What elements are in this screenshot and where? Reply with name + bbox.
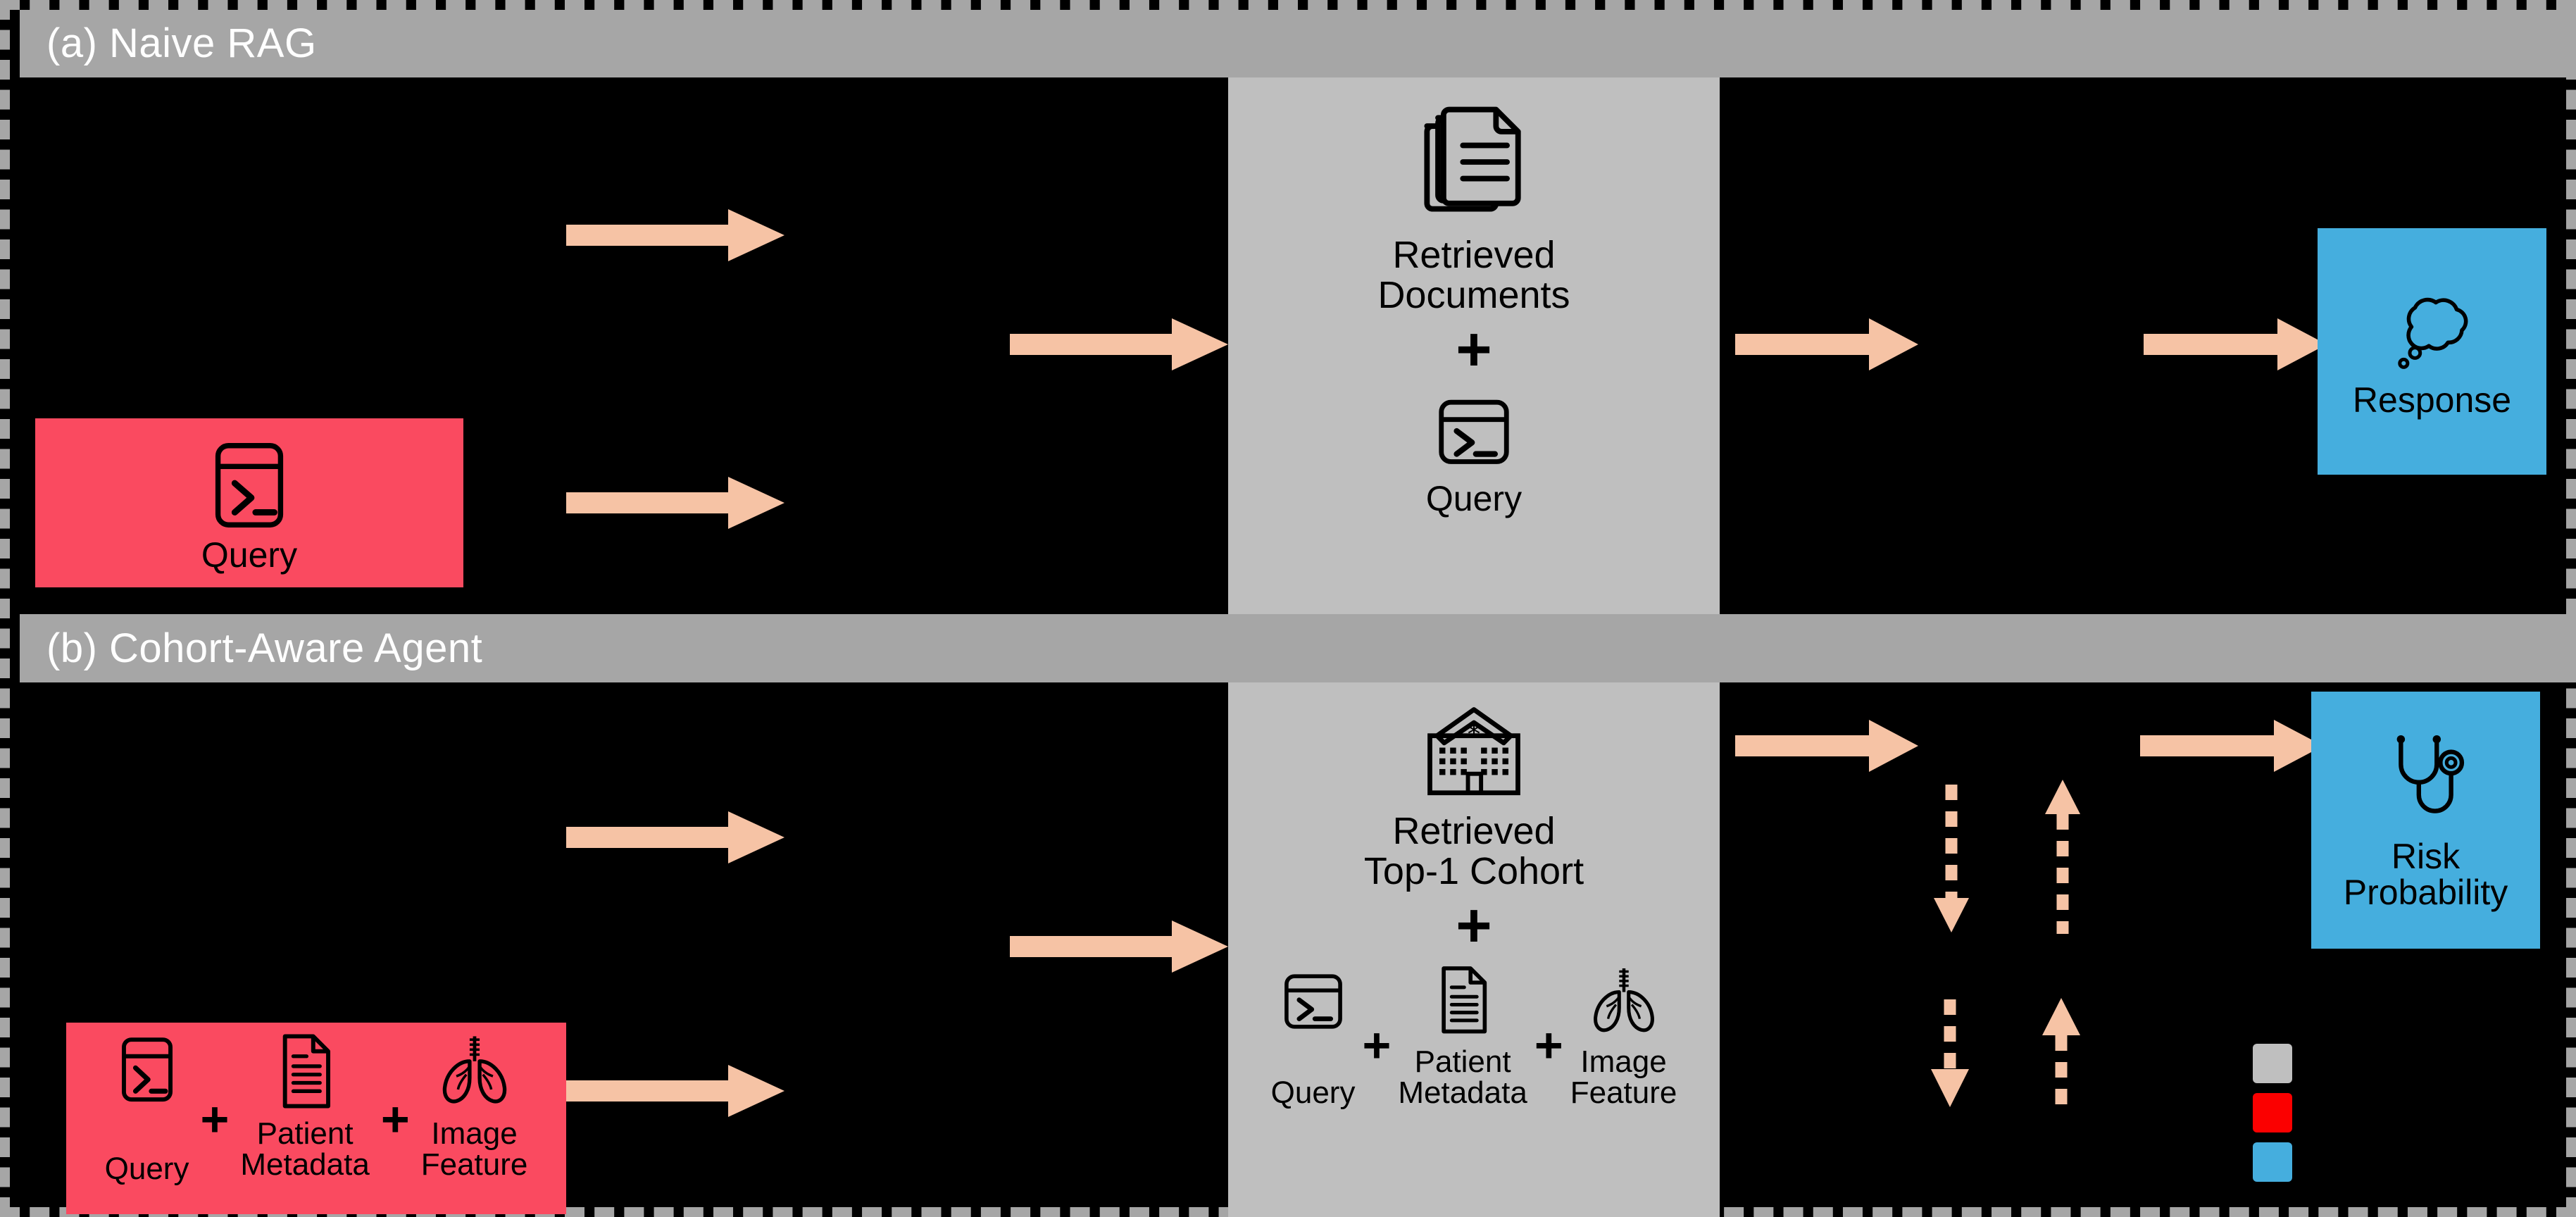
section-b-context-image-feature[interactable]: Image Feature bbox=[1570, 962, 1677, 1109]
section-b-header: (b) Cohort-Aware Agent bbox=[20, 614, 2576, 682]
section-a-retrieved-stack: Retrieved Documents + Query bbox=[1228, 93, 1720, 518]
terminal-icon bbox=[106, 1030, 189, 1113]
section-b-input-query[interactable]: Query bbox=[105, 1030, 189, 1185]
svg-text:*: * bbox=[1468, 719, 1481, 749]
section-a-retrieved-title: Retrieved Documents bbox=[1377, 234, 1570, 317]
arrow-a-to-response bbox=[2144, 313, 2327, 380]
legend-swatch-context[interactable] bbox=[2253, 1044, 2292, 1083]
section-a-query-sublabel: Query bbox=[1425, 479, 1523, 519]
plus-separator-2: + bbox=[380, 1092, 410, 1147]
terminal-icon bbox=[1426, 383, 1522, 479]
thought-cloud-icon bbox=[2380, 285, 2484, 375]
section-b-risk-label: Risk Probability bbox=[2343, 836, 2508, 912]
section-b-plus: + bbox=[1456, 890, 1492, 961]
arrow-b-bottom bbox=[566, 1059, 784, 1126]
section-a-response-box[interactable]: Response bbox=[2318, 228, 2546, 475]
documents-stack-icon bbox=[1405, 93, 1543, 231]
plus-separator-1: + bbox=[200, 1092, 230, 1147]
section-b-context-image-label: Image Feature bbox=[1570, 1044, 1677, 1111]
stethoscope-icon bbox=[2380, 730, 2472, 829]
section-b-input-query-label: Query bbox=[104, 1152, 189, 1186]
lungs-icon bbox=[432, 1030, 518, 1113]
plus-separator-3: + bbox=[1362, 1018, 1392, 1073]
arrow-a-mid bbox=[1010, 313, 1228, 380]
section-b-input-metadata-label: Patient Metadata bbox=[240, 1116, 370, 1182]
legend-swatch-output[interactable] bbox=[2253, 1142, 2292, 1182]
document-lines-icon bbox=[263, 1030, 346, 1113]
section-b-context-metadata-label: Patient Metadata bbox=[1398, 1044, 1527, 1111]
legend bbox=[2253, 1044, 2292, 1192]
section-a-query-label: Query bbox=[201, 535, 298, 575]
section-b-context-column bbox=[1228, 682, 1720, 1217]
section-b-risk-box[interactable]: Risk Probability bbox=[2311, 692, 2540, 949]
dashed-arrow-up-long bbox=[2031, 778, 2094, 943]
section-b-context-icons: Query + Patient Metadata bbox=[1271, 962, 1677, 1109]
arrow-a-bottom bbox=[566, 471, 784, 538]
arrow-b-mid bbox=[1010, 915, 1228, 982]
section-b-retrieved-title: Retrieved Top-1 Cohort bbox=[1363, 810, 1584, 893]
section-b-context-metadata[interactable]: Patient Metadata bbox=[1398, 962, 1527, 1109]
section-b-context-query[interactable]: Query bbox=[1270, 962, 1356, 1111]
section-a-query-box[interactable]: Query bbox=[35, 418, 463, 587]
terminal-icon bbox=[197, 433, 301, 537]
arrow-a-to-llm bbox=[1735, 313, 1918, 380]
section-b-input-icons: Query + Patient Metadata bbox=[105, 1030, 528, 1185]
hospital-icon: * bbox=[1408, 700, 1539, 807]
section-a-header: (a) Naive RAG bbox=[20, 10, 2576, 77]
dashed-arrow-down-short bbox=[1918, 996, 1982, 1119]
arrow-b-top bbox=[566, 806, 784, 873]
terminal-icon bbox=[1272, 962, 1355, 1041]
section-b-context-query-label: Query bbox=[1270, 1075, 1356, 1111]
arrow-b-to-risk bbox=[2140, 714, 2323, 781]
section-a-plus: + bbox=[1456, 314, 1492, 385]
dashed-arrow-down-long bbox=[1920, 781, 1983, 947]
section-b-input-image-feature[interactable]: Image Feature bbox=[420, 1030, 528, 1182]
plus-separator-4: + bbox=[1534, 1018, 1563, 1073]
arrow-b-to-agent bbox=[1735, 714, 1918, 781]
arrow-a-top bbox=[566, 204, 784, 270]
document-lines-icon bbox=[1421, 962, 1504, 1041]
lungs-icon bbox=[1581, 962, 1667, 1041]
section-a-title: (a) Naive RAG bbox=[46, 20, 317, 66]
section-b-input-image-label: Image Feature bbox=[420, 1116, 528, 1182]
section-a-response-label: Response bbox=[2352, 380, 2512, 420]
dashed-arrow-up-short bbox=[2030, 996, 2093, 1119]
legend-swatch-input[interactable] bbox=[2253, 1093, 2292, 1132]
section-b-retrieved-stack: * Retrieved Top-1 Cohort + bbox=[1228, 700, 1720, 1109]
section-b-title: (b) Cohort-Aware Agent bbox=[46, 625, 483, 671]
section-b-input-box[interactable]: Query + Patient Metadata bbox=[66, 1023, 566, 1214]
section-b-input-metadata[interactable]: Patient Metadata bbox=[240, 1030, 370, 1182]
